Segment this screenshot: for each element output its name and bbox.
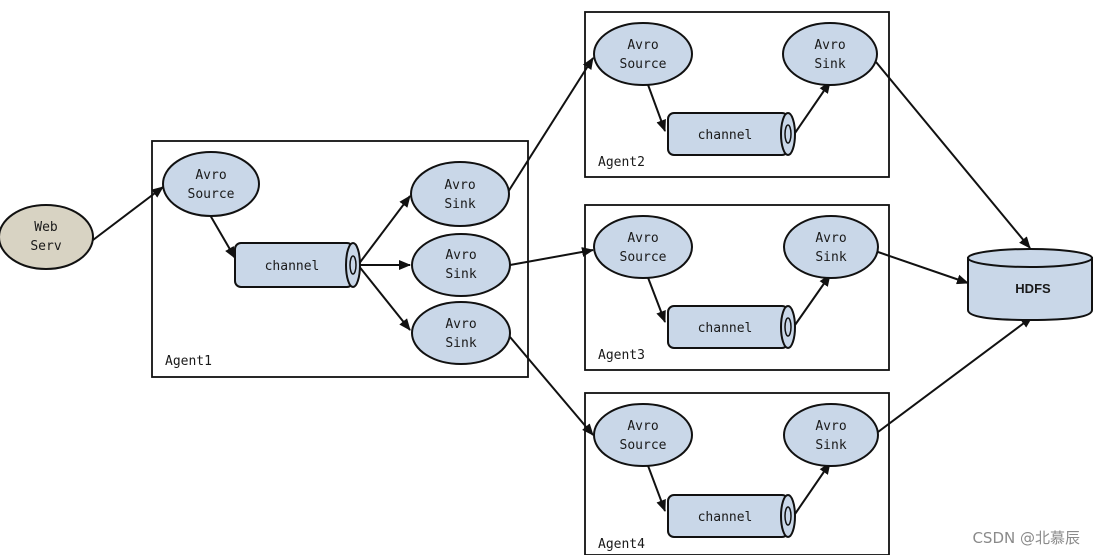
agent1-source-node (162, 151, 260, 217)
agent4-channel-node (667, 494, 796, 538)
agent4-sink-node (783, 403, 879, 467)
watermark-text: CSDN @北慕辰 (972, 529, 1080, 547)
agent1-channel-label: channel (265, 259, 320, 274)
edge-agent2-sink-to-hdfs (875, 61, 1031, 249)
edge-agent1-channel-to-sink1 (357, 195, 411, 266)
agent2-channel-node (667, 112, 796, 156)
edge-agent2-source-to-channel (646, 81, 666, 132)
edge-agent4-sink-to-hdfs (877, 316, 1033, 433)
agent1-channel-node (234, 242, 361, 288)
edge-agent1-source-to-channel (209, 214, 236, 259)
agent1-sink2-line2: Sink (445, 267, 476, 282)
agent1-sink3-line1: Avro (445, 317, 476, 332)
agent2-source-node (593, 22, 693, 86)
agent3-channel-label: channel (698, 321, 753, 336)
edge-agent4-source-to-channel (646, 462, 666, 512)
agent1-sink2-line1: Avro (445, 248, 476, 263)
agent2-label: Agent2 (598, 155, 645, 170)
agent2-source-line1: Avro (627, 38, 658, 53)
agent1-label: Agent1 (165, 354, 212, 369)
agent3-sink-line2: Sink (815, 250, 846, 265)
agent4-sink-line2: Sink (815, 438, 846, 453)
edge-agent4-channel-to-sink (794, 462, 831, 515)
agent4-channel-label: channel (698, 510, 753, 525)
edge-sink2-to-agent3 (509, 247, 594, 266)
agent3-source-line2: Source (620, 250, 667, 265)
webserver-label-line2: Serv (30, 239, 61, 254)
agent1-sink3-line2: Sink (445, 336, 476, 351)
agent4-box (584, 392, 890, 555)
agent1-sink1-line2: Sink (444, 197, 475, 212)
agent3-sink-line1: Avro (815, 231, 846, 246)
agent3-source-node (593, 215, 693, 279)
edge-agent3-channel-to-sink (794, 274, 831, 326)
agent4-label: Agent4 (598, 537, 645, 552)
agent3-box (584, 204, 890, 371)
hdfs-database-icon (967, 248, 1093, 322)
agent1-box (151, 140, 529, 378)
agent1-source-line1: Avro (195, 168, 226, 183)
edge-agent3-sink-to-hdfs (877, 251, 969, 285)
agent2-box (584, 11, 890, 178)
agent2-sink-line2: Sink (814, 57, 845, 72)
edge-web-to-agent1-source (92, 186, 164, 241)
edge-sink1-to-agent2 (507, 57, 594, 193)
agent3-channel-node (667, 305, 796, 349)
agent3-source-line1: Avro (627, 231, 658, 246)
edge-agent3-source-to-channel (646, 274, 666, 323)
agent4-source-line2: Source (620, 438, 667, 453)
agent3-sink-node (783, 215, 879, 279)
agent1-sink1-line1: Avro (444, 178, 475, 193)
agent1-sink2-node (411, 233, 511, 297)
webserver-node (0, 204, 94, 270)
edge-sink3-to-agent4 (509, 336, 594, 436)
agent4-sink-line1: Avro (815, 419, 846, 434)
webserver-label-line1: Web (34, 220, 58, 235)
agent1-sink3-node (411, 301, 511, 365)
agent1-sink1-node (410, 161, 510, 227)
agent3-label: Agent3 (598, 348, 645, 363)
agent2-sink-line1: Avro (814, 38, 845, 53)
agent2-channel-label: channel (698, 128, 753, 143)
agent2-source-line2: Source (620, 57, 667, 72)
edge-agent2-channel-to-sink (794, 81, 831, 134)
hdfs-label: HDFS (1015, 281, 1051, 296)
agent2-sink-node (782, 22, 878, 86)
agent4-source-line1: Avro (627, 419, 658, 434)
agent1-source-line2: Source (188, 187, 235, 202)
edge-agent1-channel-to-sink3 (357, 264, 411, 331)
agent4-source-node (593, 403, 693, 467)
